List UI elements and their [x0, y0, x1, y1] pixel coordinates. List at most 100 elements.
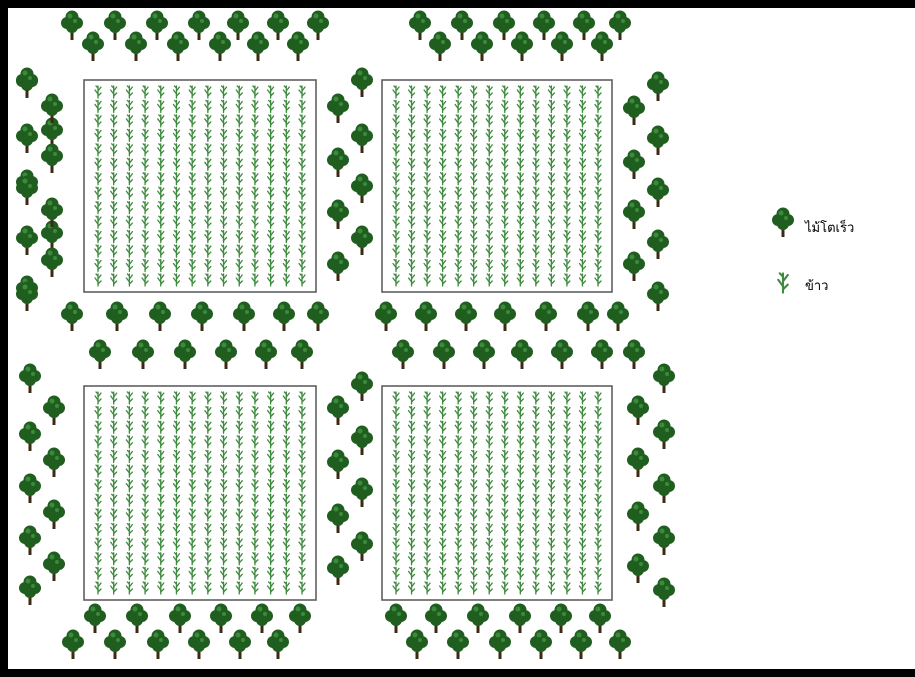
tree-icon: [41, 94, 63, 124]
tree-icon: [62, 630, 84, 660]
rice-plot-top-right: [382, 80, 612, 292]
tree-icon: [385, 604, 407, 634]
tree-icon: [455, 302, 477, 332]
tree-icon: [19, 364, 41, 394]
tree-icon: [609, 630, 631, 660]
legend-label-rice: ข้าว: [805, 275, 829, 296]
tree-icon: [577, 302, 599, 332]
tree-icon: [351, 426, 373, 456]
tree-icon: [447, 630, 469, 660]
tree-icon: [406, 630, 428, 660]
tree-icon: [607, 302, 629, 332]
tree-icon: [409, 11, 431, 41]
plot-border: [382, 80, 612, 292]
legend-tree-icon: [772, 208, 794, 238]
tree-icon: [425, 604, 447, 634]
tree-icon: [623, 200, 645, 230]
tree-icon: [433, 340, 455, 370]
tree-icon: [647, 178, 669, 208]
tree-icon: [392, 340, 414, 370]
tree-icon: [509, 604, 531, 634]
tree-icon: [623, 96, 645, 126]
tree-icon: [125, 32, 147, 62]
tree-icon: [19, 576, 41, 606]
tree-icon: [273, 302, 295, 332]
tree-icon: [229, 630, 251, 660]
tree-icon: [493, 11, 515, 41]
tree-icon: [647, 72, 669, 102]
tree-icon: [169, 604, 191, 634]
tree-icon: [251, 604, 273, 634]
tree-icon: [291, 340, 313, 370]
tree-icon: [104, 11, 126, 41]
tree-icon: [188, 630, 210, 660]
tree-icon: [609, 11, 631, 41]
tree-icon: [623, 150, 645, 180]
plot-border: [84, 386, 316, 600]
tree-icon: [623, 252, 645, 282]
tree-icon: [351, 532, 373, 562]
tree-icon: [43, 552, 65, 582]
tree-icon: [467, 604, 489, 634]
tree-icon: [267, 11, 289, 41]
tree-icon: [41, 198, 63, 228]
tree-icon: [627, 554, 649, 584]
tree-icon: [255, 340, 277, 370]
tree-icon: [327, 556, 349, 586]
tree-icon: [233, 302, 255, 332]
tree-icon: [535, 302, 557, 332]
tree-icon: [473, 340, 495, 370]
tree-icon: [653, 474, 675, 504]
tree-icon: [19, 474, 41, 504]
tree-icon: [327, 148, 349, 178]
tree-icon: [627, 448, 649, 478]
tree-icon: [247, 32, 269, 62]
tree-icon: [16, 124, 38, 154]
tree-icon: [327, 396, 349, 426]
tree-icon: [16, 68, 38, 98]
tree-icon: [415, 302, 437, 332]
plot-border: [84, 80, 316, 292]
tree-icon: [43, 500, 65, 530]
tree-icon: [209, 32, 231, 62]
tree-icon: [104, 630, 126, 660]
tree-icon: [551, 340, 573, 370]
tree-icon: [227, 11, 249, 41]
tree-icon: [327, 252, 349, 282]
tree-icon: [653, 364, 675, 394]
tree-icon: [210, 604, 232, 634]
tree-icon: [511, 32, 533, 62]
tree-icon: [591, 32, 613, 62]
tree-icon: [289, 604, 311, 634]
tree-icon: [84, 604, 106, 634]
tree-icon: [43, 396, 65, 426]
tree-icon: [307, 11, 329, 41]
tree-icon: [61, 11, 83, 41]
tree-icon: [647, 282, 669, 312]
tree-icon: [533, 11, 555, 41]
tree-icon: [106, 302, 128, 332]
tree-icon: [573, 11, 595, 41]
tree-icon: [489, 630, 511, 660]
tree-icon: [471, 32, 493, 62]
tree-icon: [167, 32, 189, 62]
tree-icon: [511, 340, 533, 370]
tree-icon: [41, 144, 63, 174]
tree-icon: [327, 200, 349, 230]
tree-icon: [327, 504, 349, 534]
tree-icon: [623, 340, 645, 370]
tree-icon: [530, 630, 552, 660]
tree-icon: [147, 630, 169, 660]
tree-icon: [61, 302, 83, 332]
tree-icon: [149, 302, 171, 332]
tree-icon: [653, 526, 675, 556]
tree-icon: [327, 450, 349, 480]
tree-icon: [551, 32, 573, 62]
tree-icon: [494, 302, 516, 332]
tree-icon: [647, 230, 669, 260]
tree-icon: [41, 248, 63, 278]
tree-icon: [267, 630, 289, 660]
tree-icon: [174, 340, 196, 370]
tree-icon: [351, 372, 373, 402]
tree-icon: [351, 124, 373, 154]
